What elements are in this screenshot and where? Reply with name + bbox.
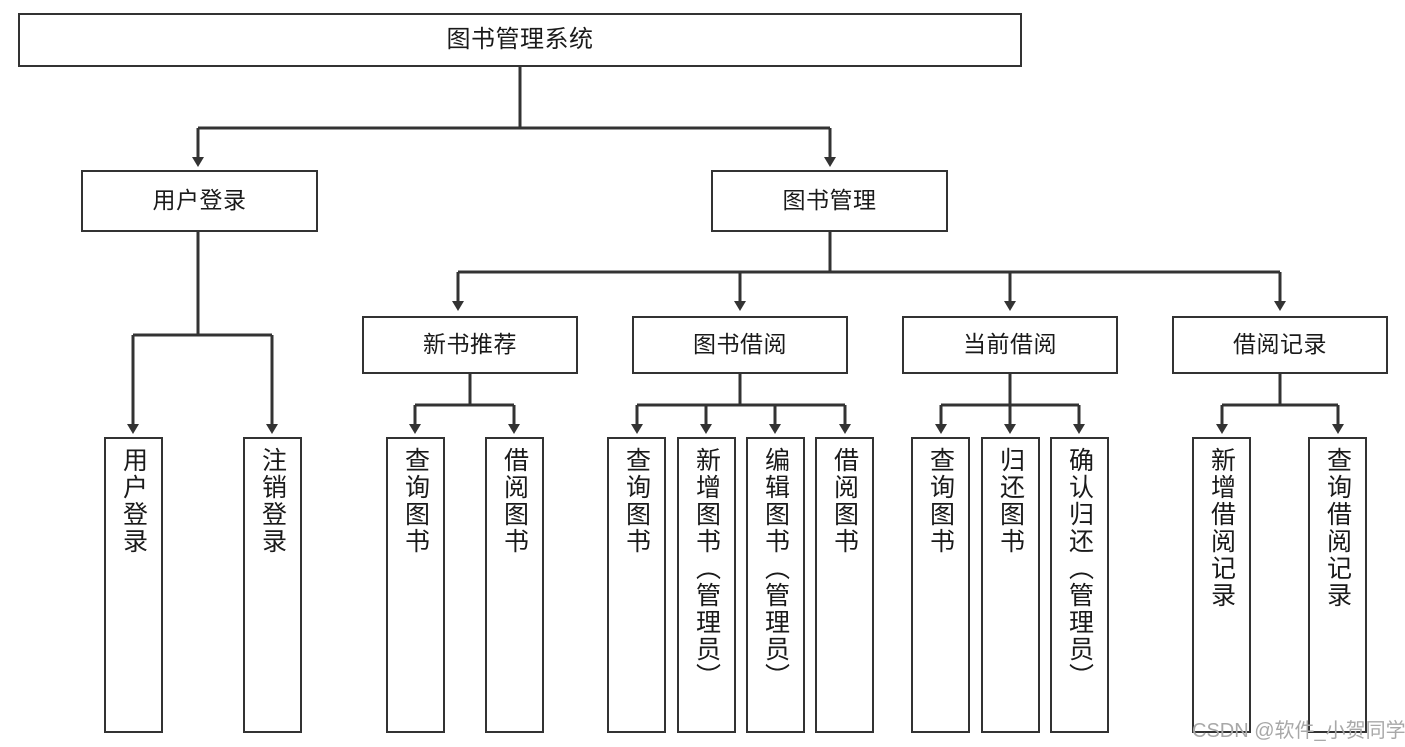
node-new-book-recommend[interactable]: 新书推荐 (362, 316, 578, 374)
node-label: 图书管理系统 (446, 25, 594, 53)
leaf-new-book-query-book[interactable]: 查询图书 (386, 437, 445, 733)
leaf-new-book-borrow-book[interactable]: 借阅图书 (485, 437, 544, 733)
leaf-current-borrow-query-book[interactable]: 查询图书 (911, 437, 970, 733)
leaf-current-borrow-return-book[interactable]: 归还图书 (981, 437, 1040, 733)
node-label: 注销登录 (258, 447, 287, 555)
leaf-user-login-login[interactable]: 用户登录 (104, 437, 163, 733)
node-label: 新书推荐 (423, 331, 517, 358)
leaf-book-borrow-add-book-admin[interactable]: 新增图书（管理员） (677, 437, 736, 733)
leaf-book-borrow-borrow-book[interactable]: 借阅图书 (815, 437, 874, 733)
node-label: 查询图书 (401, 447, 430, 555)
node-label: 归还图书 (996, 447, 1025, 555)
node-label: 用户登录 (119, 447, 148, 555)
node-label: 图书管理 (782, 187, 877, 214)
node-label: 确认归还（管理员） (1065, 447, 1094, 690)
node-label: 当前借阅 (963, 331, 1057, 358)
node-label: 用户登录 (152, 187, 247, 214)
node-label: 查询借阅记录 (1323, 447, 1352, 609)
leaf-borrow-record-add-record[interactable]: 新增借阅记录 (1192, 437, 1251, 733)
watermark-text: CSDN @软件_小贺同学 (1192, 720, 1405, 742)
leaf-book-borrow-query-book[interactable]: 查询图书 (607, 437, 666, 733)
node-label: 新增图书（管理员） (692, 447, 721, 690)
node-label: 借阅记录 (1233, 331, 1327, 358)
leaf-borrow-record-query-record[interactable]: 查询借阅记录 (1308, 437, 1367, 733)
node-current-borrow[interactable]: 当前借阅 (902, 316, 1118, 374)
node-user-login[interactable]: 用户登录 (81, 170, 318, 232)
node-book-borrow[interactable]: 图书借阅 (632, 316, 848, 374)
node-label: 查询图书 (622, 447, 651, 555)
node-label: 图书借阅 (693, 331, 787, 358)
node-label: 编辑图书（管理员） (761, 447, 790, 690)
node-label: 借阅图书 (500, 447, 529, 555)
leaf-current-borrow-confirm-return-admin[interactable]: 确认归还（管理员） (1050, 437, 1109, 733)
leaf-book-borrow-edit-book-admin[interactable]: 编辑图书（管理员） (746, 437, 805, 733)
node-label: 借阅图书 (830, 447, 859, 555)
node-label: 新增借阅记录 (1207, 447, 1236, 609)
node-book-management[interactable]: 图书管理 (711, 170, 948, 232)
node-borrow-record[interactable]: 借阅记录 (1172, 316, 1388, 374)
node-label: 查询图书 (926, 447, 955, 555)
node-root-system[interactable]: 图书管理系统 (18, 13, 1022, 67)
leaf-user-login-logout[interactable]: 注销登录 (243, 437, 302, 733)
